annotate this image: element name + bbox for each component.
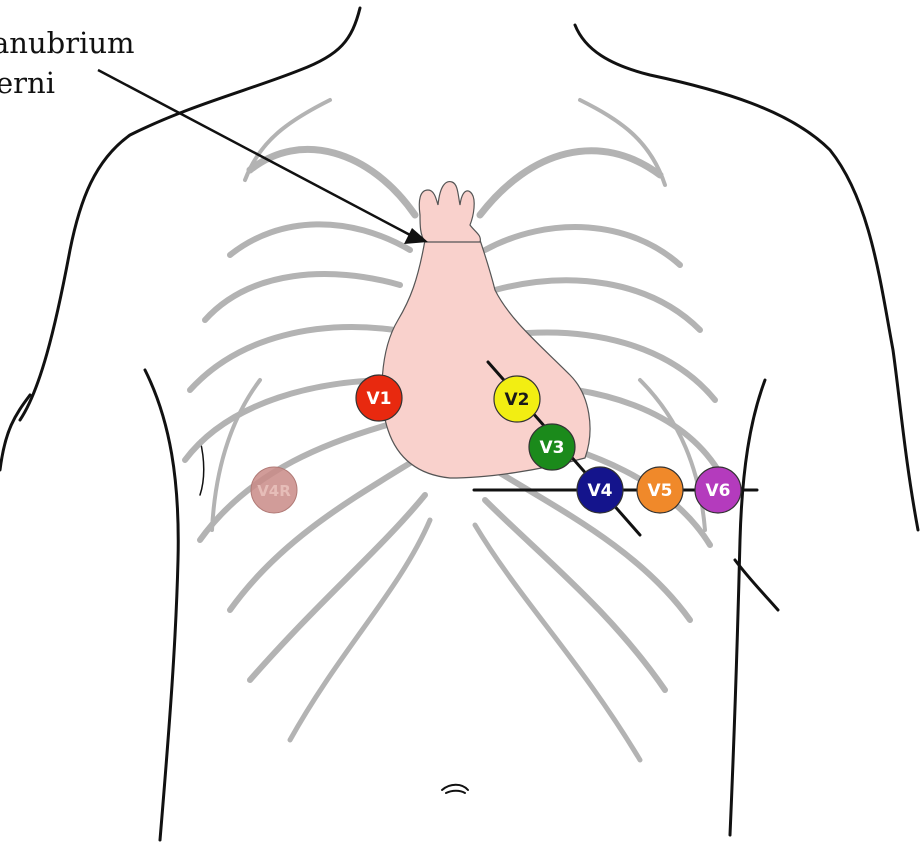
left-inner-shoulder	[200, 440, 204, 495]
electrode-v3-label: V3	[540, 438, 565, 458]
neck-left-line	[20, 8, 360, 420]
electrode-v4r-label: V4R	[257, 482, 291, 500]
manubrium	[419, 182, 480, 242]
navel	[442, 785, 468, 793]
electrode-v2: V2	[494, 376, 540, 422]
left-arm-line	[0, 395, 30, 470]
electrode-v4r: V4R	[251, 467, 297, 513]
annotation-line-2: erni	[0, 66, 55, 100]
annotation-line-1: anubrium	[0, 26, 135, 60]
electrode-v1: V1	[356, 375, 402, 421]
left-torso-line	[145, 370, 178, 840]
electrode-v3: V3	[529, 424, 575, 470]
right-arm-line	[735, 560, 778, 610]
right-torso-line	[730, 380, 765, 835]
electrode-v2-label: V2	[505, 390, 530, 410]
electrode-v6-label: V6	[706, 481, 731, 501]
electrode-v5-label: V5	[648, 481, 673, 501]
electrode-v4: V4	[577, 467, 623, 513]
electrode-v5: V5	[637, 467, 683, 513]
annotation-arrow	[98, 70, 428, 244]
electrode-v4-label: V4	[588, 481, 613, 501]
electrode-v1-label: V1	[367, 389, 392, 409]
electrode-v6: V6	[695, 467, 741, 513]
